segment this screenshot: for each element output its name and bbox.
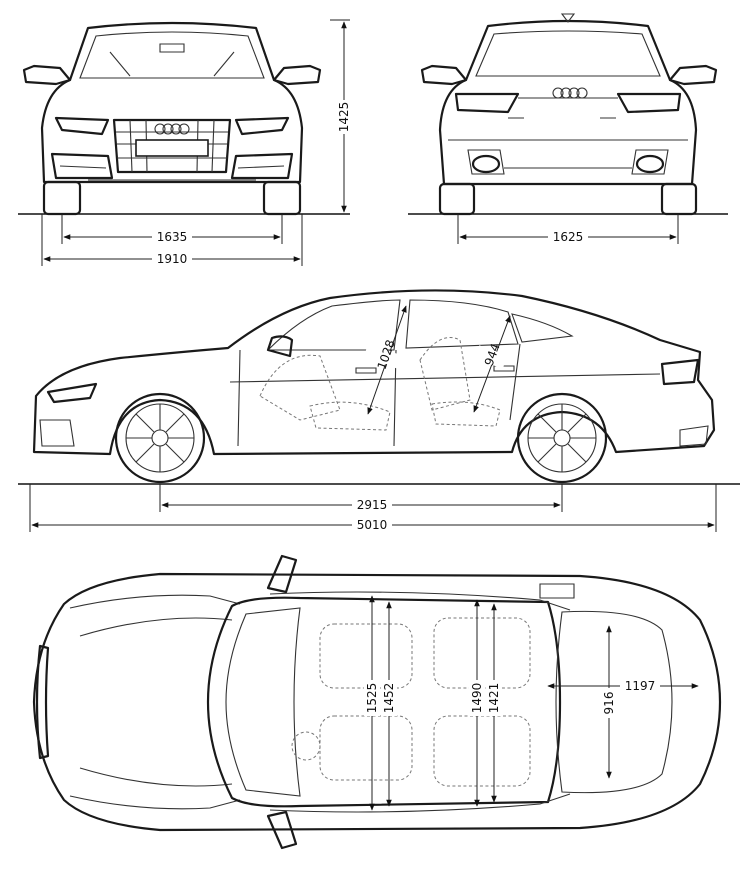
length-label: 5010 xyxy=(357,518,388,532)
shoulder-rear-label: 1490 xyxy=(470,683,484,714)
front-height-label: 1425 xyxy=(337,102,351,133)
trunk-length-label: 1197 xyxy=(625,679,656,693)
front-view: 1425 1635 1910 xyxy=(18,19,352,266)
elbow-front-label: 1452 xyxy=(382,683,396,714)
front-track-label: 1635 xyxy=(157,230,188,244)
top-view: 1525 1452 1490 1421 916 1197 xyxy=(32,554,722,850)
elbow-rear-label: 1421 xyxy=(487,683,501,714)
rear-track-label: 1625 xyxy=(553,230,584,244)
side-view: 1028 944 2915 5010 xyxy=(18,289,740,532)
shoulder-front-label: 1525 xyxy=(365,683,379,714)
wheelbase-label: 2915 xyxy=(357,498,388,512)
front-width-label: 1910 xyxy=(157,252,188,266)
rear-view: 1625 xyxy=(408,13,728,244)
trunk-width-label: 916 xyxy=(602,692,616,715)
